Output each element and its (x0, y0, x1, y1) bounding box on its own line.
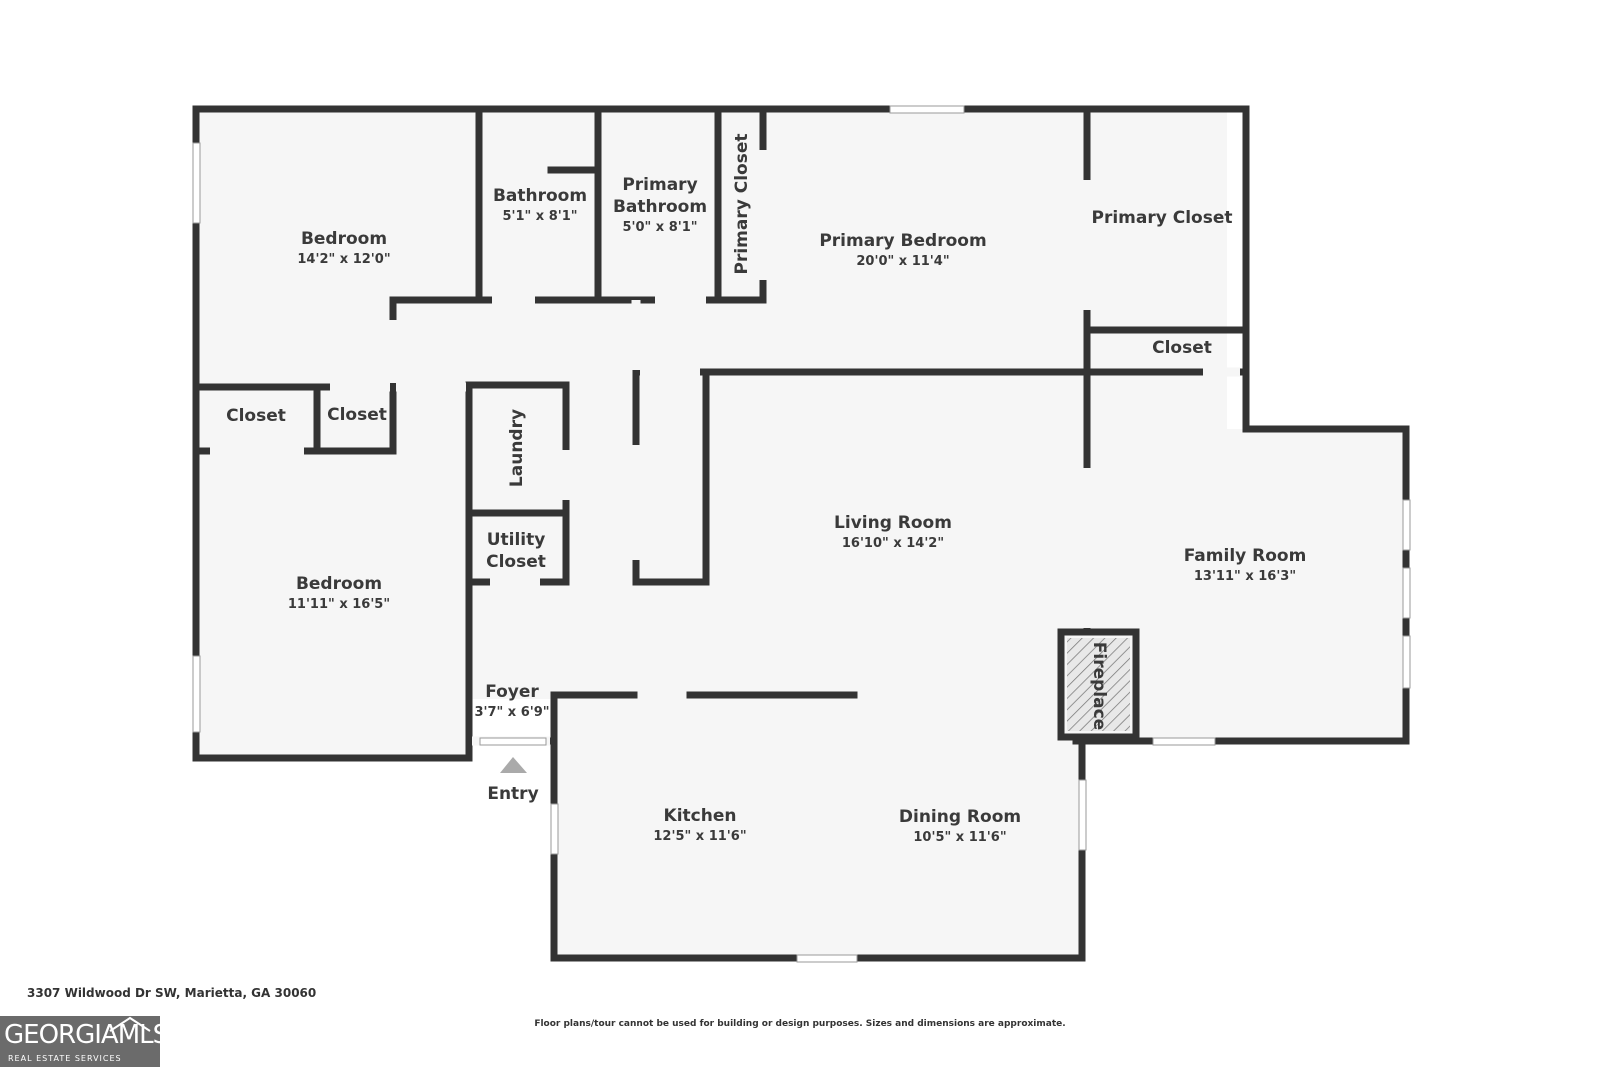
bedroom-2-dim: 11'11" x 16'5" (288, 597, 390, 612)
entry-label: Entry (487, 784, 538, 804)
logo-sub-text: REAL ESTATE SERVICES (8, 1054, 122, 1063)
house-roof-icon (109, 1016, 151, 1032)
primary-bathroom-dim: 5'0" x 8'1" (622, 220, 697, 235)
bedroom-1-dim: 14'2" x 12'0" (297, 252, 390, 267)
primary-bedroom-name: Primary Bedroom (819, 231, 986, 251)
bathroom-dim: 5'1" x 8'1" (502, 209, 577, 224)
disclaimer-text: Floor plans/tour cannot be used for buil… (534, 1019, 1066, 1029)
fireplace-name: Fireplace (1089, 642, 1109, 730)
fireplace-hearth (1067, 638, 1130, 731)
primary-bathroom-name-1: Primary (622, 175, 697, 195)
primary-bathroom-name-2: Bathroom (613, 197, 707, 217)
dining-room-name: Dining Room (899, 807, 1021, 827)
utility-closet-name-2: Closet (486, 552, 546, 572)
bathroom-name: Bathroom (493, 186, 587, 206)
living-room-name: Living Room (834, 513, 952, 533)
closet-left-name: Closet (226, 406, 286, 426)
closet-mid-name: Closet (327, 405, 387, 425)
logo-main-text: GEORGIAMLS (4, 1020, 169, 1050)
family-room-dim: 13'11" x 16'3" (1194, 569, 1296, 584)
foyer-name: Foyer (485, 682, 539, 702)
living-room-dim: 16'10" x 14'2" (842, 536, 944, 551)
kitchen-name: Kitchen (664, 806, 737, 826)
primary-closet-small-name: Primary Closet (732, 134, 752, 275)
utility-closet-name-1: Utility (487, 530, 546, 550)
bedroom-2-name: Bedroom (296, 574, 382, 594)
entry-arrow-icon (500, 757, 527, 773)
kitchen-dim: 12'5" x 11'6" (653, 829, 746, 844)
foyer-dim: 3'7" x 6'9" (474, 705, 549, 720)
primary-bedroom-dim: 20'0" x 11'4" (856, 254, 949, 269)
floor-area (196, 109, 1406, 958)
closet-right-name: Closet (1152, 338, 1212, 358)
primary-closet-name: Primary Closet (1092, 208, 1233, 228)
georgiamls-logo: GEORGIAMLS REAL ESTATE SERVICES (0, 1016, 169, 1067)
laundry-name: Laundry (507, 409, 527, 487)
bedroom-1-name: Bedroom (301, 229, 387, 249)
room-labels: Bedroom 14'2" x 12'0" Bathroom 5'1" x 8'… (226, 134, 1306, 846)
dining-room-dim: 10'5" x 11'6" (913, 830, 1006, 845)
family-room-name: Family Room (1184, 546, 1307, 566)
property-address: 3307 Wildwood Dr SW, Marietta, GA 30060 (27, 986, 317, 1000)
windows (192, 105, 1411, 963)
